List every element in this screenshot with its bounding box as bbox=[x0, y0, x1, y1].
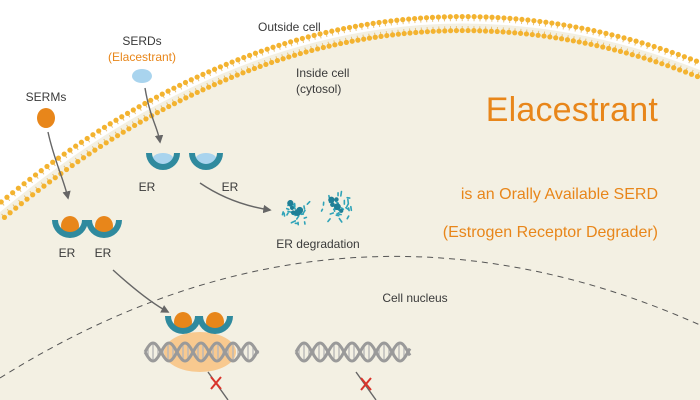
blocked-transcription-1 bbox=[207, 371, 229, 400]
er-label-serm-2: ER bbox=[94, 246, 112, 260]
cytosol-area bbox=[0, 23, 700, 400]
nucleus-boundary bbox=[0, 255, 700, 379]
er-serm-complex-dna-1 bbox=[165, 312, 201, 334]
er-label-serm-1: ER bbox=[58, 246, 76, 260]
arrow-er-to-degradation bbox=[199, 182, 272, 214]
er-degradation-fragments bbox=[281, 190, 353, 226]
serd-ligand bbox=[132, 69, 152, 83]
dna-strand-1 bbox=[143, 341, 260, 363]
serm-ligand bbox=[37, 108, 55, 128]
arrow-er-to-dna bbox=[112, 269, 170, 313]
cytosol-label: (cytosol) bbox=[296, 82, 342, 96]
serds-label: SERDs bbox=[122, 34, 162, 48]
page-title: Elacestrant bbox=[485, 91, 658, 129]
er-label-serd-1: ER bbox=[138, 180, 156, 194]
er-serm-complex-dna-2 bbox=[197, 312, 233, 334]
serms-label: SERMs bbox=[25, 90, 67, 104]
dna-strand-2 bbox=[294, 341, 412, 363]
subtitle-line-2: (Estrogen Receptor Degrader) bbox=[442, 224, 658, 241]
cell-nucleus-label: Cell nucleus bbox=[382, 291, 448, 305]
er-label-serd-2: ER bbox=[221, 180, 239, 194]
blocked-transcription-2 bbox=[355, 371, 377, 400]
outside-cell-label: Outside cell bbox=[258, 20, 321, 34]
arrow-serds-to-er bbox=[144, 87, 164, 144]
subtitle-line-1: is an Orally Available SERD bbox=[460, 186, 658, 203]
inside-cell-label: Inside cell bbox=[296, 66, 350, 80]
er-degradation-label: ER degradation bbox=[276, 237, 360, 251]
er-serm-complex-1 bbox=[52, 216, 88, 238]
arrow-serms-to-er bbox=[47, 131, 71, 200]
er-serd-complex-1 bbox=[146, 153, 180, 170]
er-serm-complex-2 bbox=[86, 216, 122, 238]
er-serd-complex-2 bbox=[189, 153, 223, 170]
elacestrant-label: (Elacestrant) bbox=[107, 50, 177, 64]
